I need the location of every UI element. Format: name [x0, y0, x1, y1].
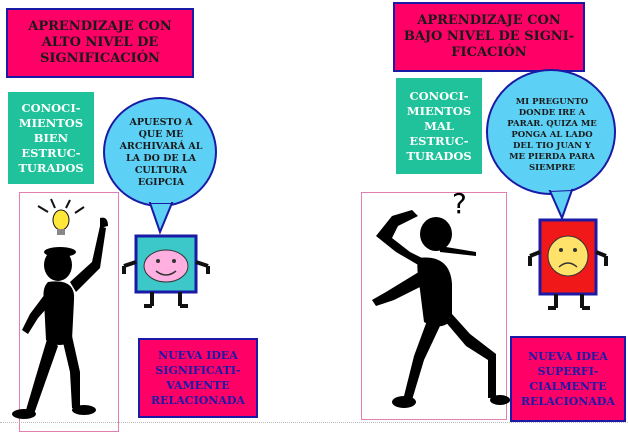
question-mark-icon: ? — [452, 187, 467, 220]
left-idea-box: NUEVA IDEA SIGNIFICATI- VAMENTE RELACION… — [138, 338, 258, 418]
right-title-box: APRENDIZAJE CON BAJO NIVEL DE SIGNI- FIC… — [393, 2, 585, 72]
right-idea-label: NUEVA IDEA SUPERFI- CIALMENTE RELACIONAD… — [521, 350, 615, 408]
left-idea-label: NUEVA IDEA SIGNIFICATI- VAMENTE RELACION… — [151, 349, 245, 407]
right-speech-text: MI PREGUNTO DONDE IRE A PARAR. QUIZA ME … — [507, 96, 597, 173]
left-speech-text: APUESTO A QUE ME ARCHIVARÁ AL LA DO DE L… — [119, 117, 203, 188]
right-idea-box: NUEVA IDEA SUPERFI- CIALMENTE RELACIONAD… — [510, 336, 626, 422]
left-knowledge-box: CONOCI- MIENTOS BIEN ESTRUC- TURADOS — [8, 92, 94, 184]
left-title: APRENDIZAJE CON ALTO NIVEL DE SIGNIFICAC… — [28, 19, 172, 66]
right-knowledge-box: CONOCI- MIENTOS MAL ESTRUC- TURADOS — [396, 78, 482, 174]
right-title: APRENDIZAJE CON BAJO NIVEL DE SIGNI- FIC… — [403, 13, 575, 60]
left-knowledge-label: CONOCI- MIENTOS BIEN ESTRUC- TURADOS — [18, 100, 84, 175]
bottom-divider — [0, 422, 628, 423]
right-figure-frame — [361, 192, 507, 420]
right-knowledge-label: CONOCI- MIENTOS MAL ESTRUC- TURADOS — [406, 88, 472, 163]
left-title-box: APRENDIZAJE CON ALTO NIVEL DE SIGNIFICAC… — [6, 8, 194, 78]
